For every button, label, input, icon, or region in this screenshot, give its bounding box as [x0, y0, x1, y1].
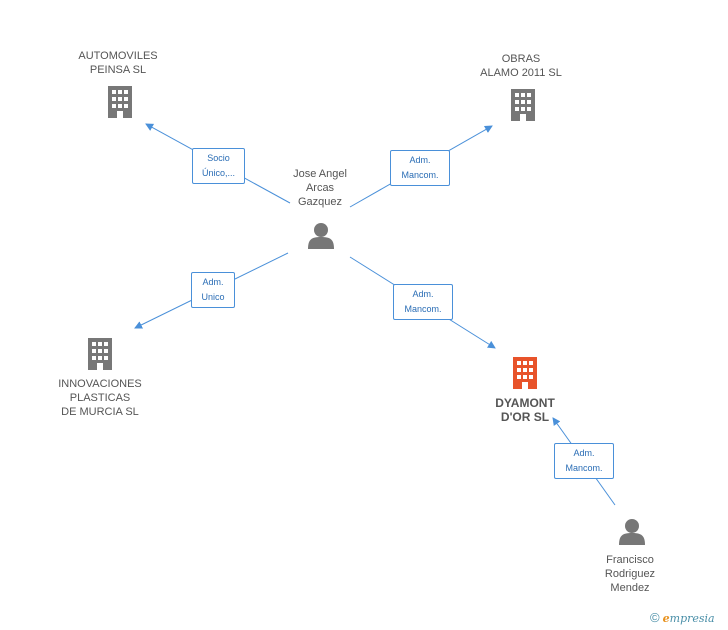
building-icon-dyamont[interactable] — [513, 357, 537, 389]
node-label-obras[interactable]: OBRAS ALAMO 2011 SL — [480, 53, 562, 79]
brand-name: mpresia — [669, 612, 715, 625]
building-icon-obras[interactable] — [511, 89, 535, 121]
person-icon-francisco[interactable] — [619, 519, 645, 545]
building-icon-innovaciones[interactable] — [88, 338, 112, 370]
edge-label-jose-obras: Adm. Mancom. — [390, 150, 450, 186]
edge-label-jose-dyamont: Adm. Mancom. — [393, 284, 453, 320]
brand-e-logo: e — [662, 612, 670, 625]
node-label-automoviles[interactable]: AUTOMOVILES PEINSA SL — [78, 50, 158, 76]
empresia-watermark[interactable]: © empresia — [650, 610, 715, 625]
edge-label-jose-innovaciones: Adm. Unico — [191, 272, 235, 308]
copyright-symbol: © — [650, 610, 660, 625]
building-icon-automoviles[interactable] — [108, 86, 132, 118]
node-label-jose[interactable]: Jose Angel Arcas Gazquez — [293, 168, 347, 208]
node-label-francisco[interactable]: Francisco Rodriguez Mendez — [604, 554, 656, 594]
edge-label-jose-automoviles: Socio Único,... — [192, 148, 245, 184]
edge-label-francisco-dyamont: Adm. Mancom. — [554, 443, 614, 479]
node-label-innovaciones[interactable]: INNOVACIONES PLASTICAS DE MURCIA SL — [58, 378, 142, 418]
node-label-dyamont[interactable]: DYAMONT D'OR SL — [495, 396, 555, 424]
person-icon-jose[interactable] — [308, 223, 334, 249]
